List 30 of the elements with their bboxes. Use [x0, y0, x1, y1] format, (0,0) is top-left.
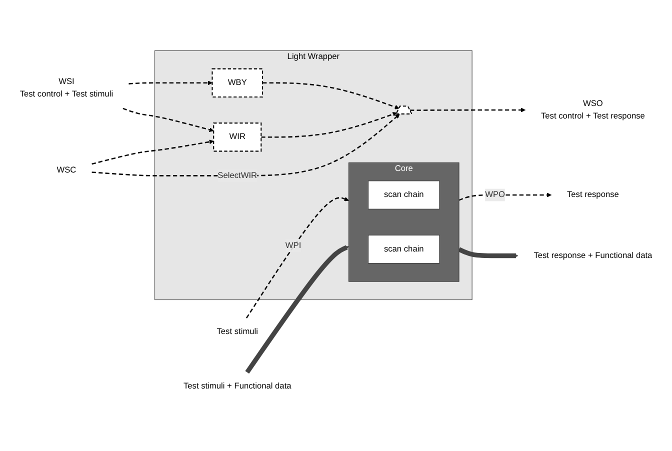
node-text: Test stimuli — [216, 327, 258, 336]
arrow — [458, 192, 552, 201]
node-box — [368, 180, 440, 210]
arrow — [410, 108, 526, 112]
arrow — [246, 196, 349, 318]
node-text: WSC — [56, 166, 76, 175]
cluster — [154, 50, 472, 300]
cluster — [348, 162, 460, 282]
arrow — [128, 80, 212, 86]
edge-label: WPI — [285, 241, 302, 250]
node-trapezoid — [395, 106, 413, 114]
arrow — [92, 114, 400, 176]
node-text: WSO — [582, 99, 603, 108]
arrow — [245, 245, 349, 374]
arrow — [92, 140, 214, 165]
node-text: WSI — [58, 77, 74, 86]
node-text: Test response + Functional data — [534, 251, 652, 260]
node-box — [213, 122, 262, 152]
node-box — [368, 234, 440, 264]
arrow — [262, 82, 400, 110]
node-text: Test response — [566, 190, 619, 200]
edge-label: WPO — [485, 190, 506, 200]
arrow — [458, 247, 518, 258]
node-box — [212, 68, 264, 98]
edge-label: SelectWIR — [218, 171, 258, 180]
arrow — [261, 112, 398, 138]
arrow — [122, 108, 214, 132]
node-label: Test control + Test stimuli — [20, 90, 114, 99]
node-text: Test stimuli + Functional data — [183, 382, 292, 391]
node-label: Test control + Test response — [540, 112, 645, 120]
